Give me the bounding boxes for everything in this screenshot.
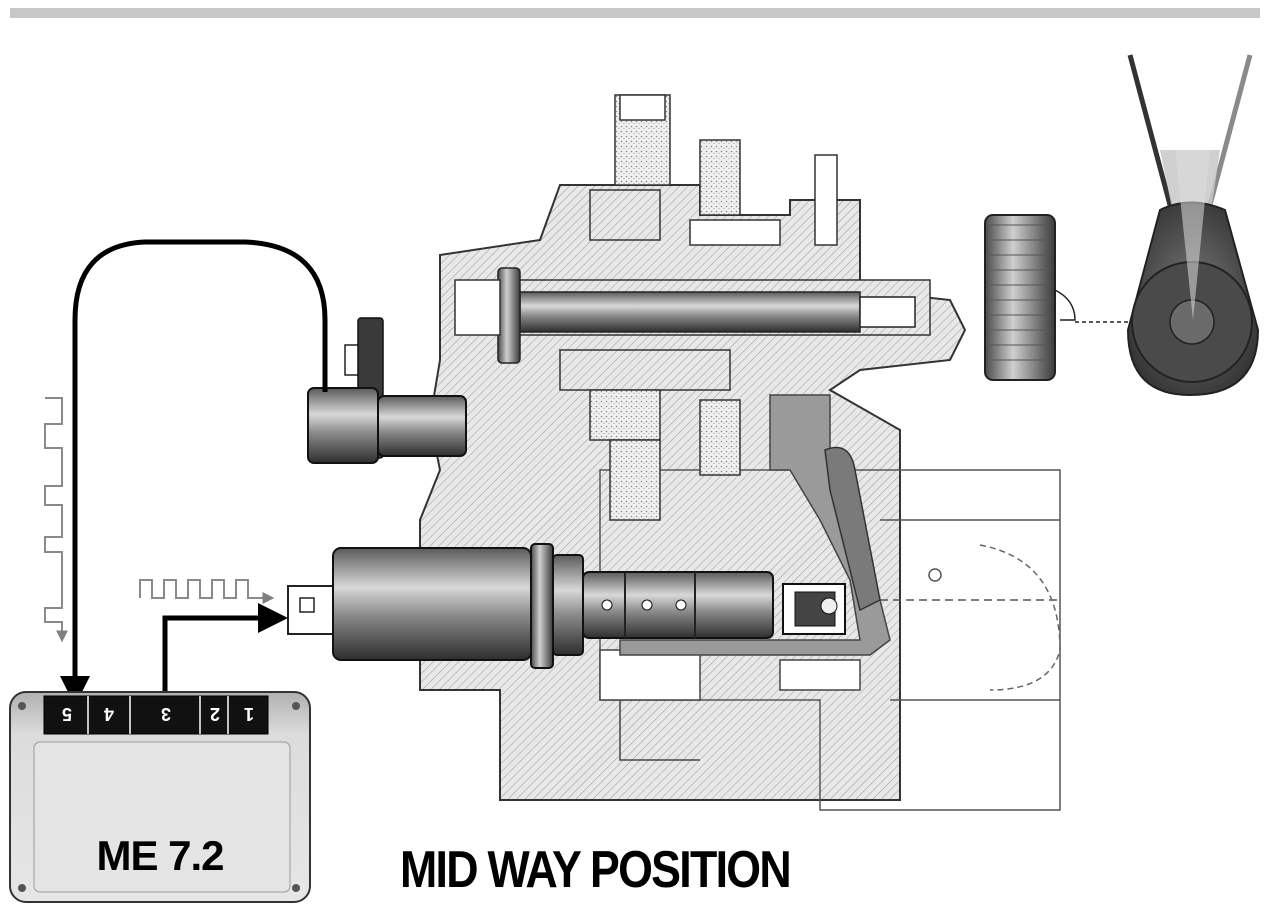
ecu-pin-4: 4 [104,704,114,724]
solenoid-valve [287,543,846,669]
signal-wires [60,239,328,706]
square-wave-vertical [44,397,68,643]
camshaft [454,267,931,364]
cam-position-sensor [307,317,467,464]
diagram-caption: MID WAY POSITION [400,841,792,899]
ecu-pin-5: 5 [62,704,72,724]
oil-passage [619,394,891,656]
ecu-pin-3: 3 [161,704,171,724]
sensor-pulley [984,214,1190,381]
ecu-module: 5 4 3 2 1 [9,691,311,903]
cam-lobe [1126,54,1260,397]
top-rule [10,8,1260,18]
ecu-label: ME 7.2 [96,832,224,879]
ecu-pin-2: 2 [210,704,220,724]
ecu-pin-1: 1 [244,704,254,724]
lower-assembly [559,349,741,521]
upper-assembly [589,94,838,246]
square-wave-horizontal [139,579,275,604]
